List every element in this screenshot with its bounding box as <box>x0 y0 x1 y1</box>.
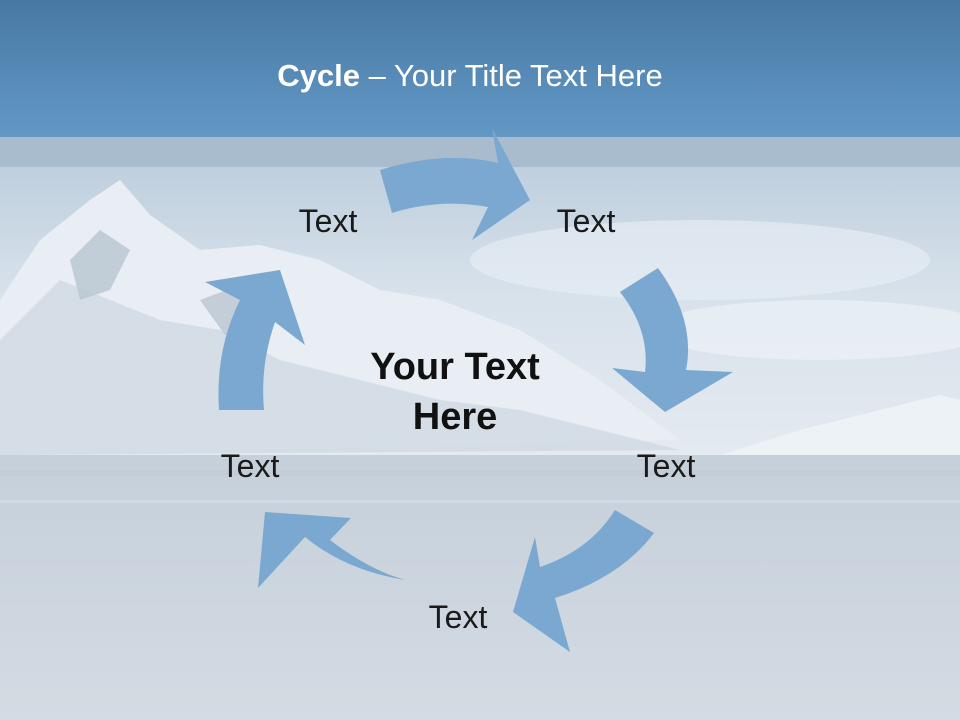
node-label-top-right: Text <box>556 203 616 239</box>
cycle-arrow-icon <box>612 268 733 412</box>
cycle-arrow-icon <box>380 128 530 240</box>
title-rest: – Your Title Text Here <box>360 58 663 93</box>
node-label-top-left: Text <box>298 203 358 239</box>
title-bar <box>0 0 960 137</box>
cycle-arrow-icon <box>258 512 405 588</box>
center-text-line1: Your Text <box>370 346 540 388</box>
center-text: Your Text Here <box>330 342 580 442</box>
node-label-right: Text <box>636 448 696 484</box>
slide-title: Cycle – Your Title Text Here <box>0 56 940 96</box>
cycle-arrow-icon <box>513 510 654 652</box>
node-label-bottom: Text <box>428 599 488 635</box>
node-label-left: Text <box>220 448 280 484</box>
center-text-line2: Here <box>412 396 498 438</box>
cycle-arrow-icon <box>205 270 305 410</box>
title-bold: Cycle <box>277 58 360 93</box>
